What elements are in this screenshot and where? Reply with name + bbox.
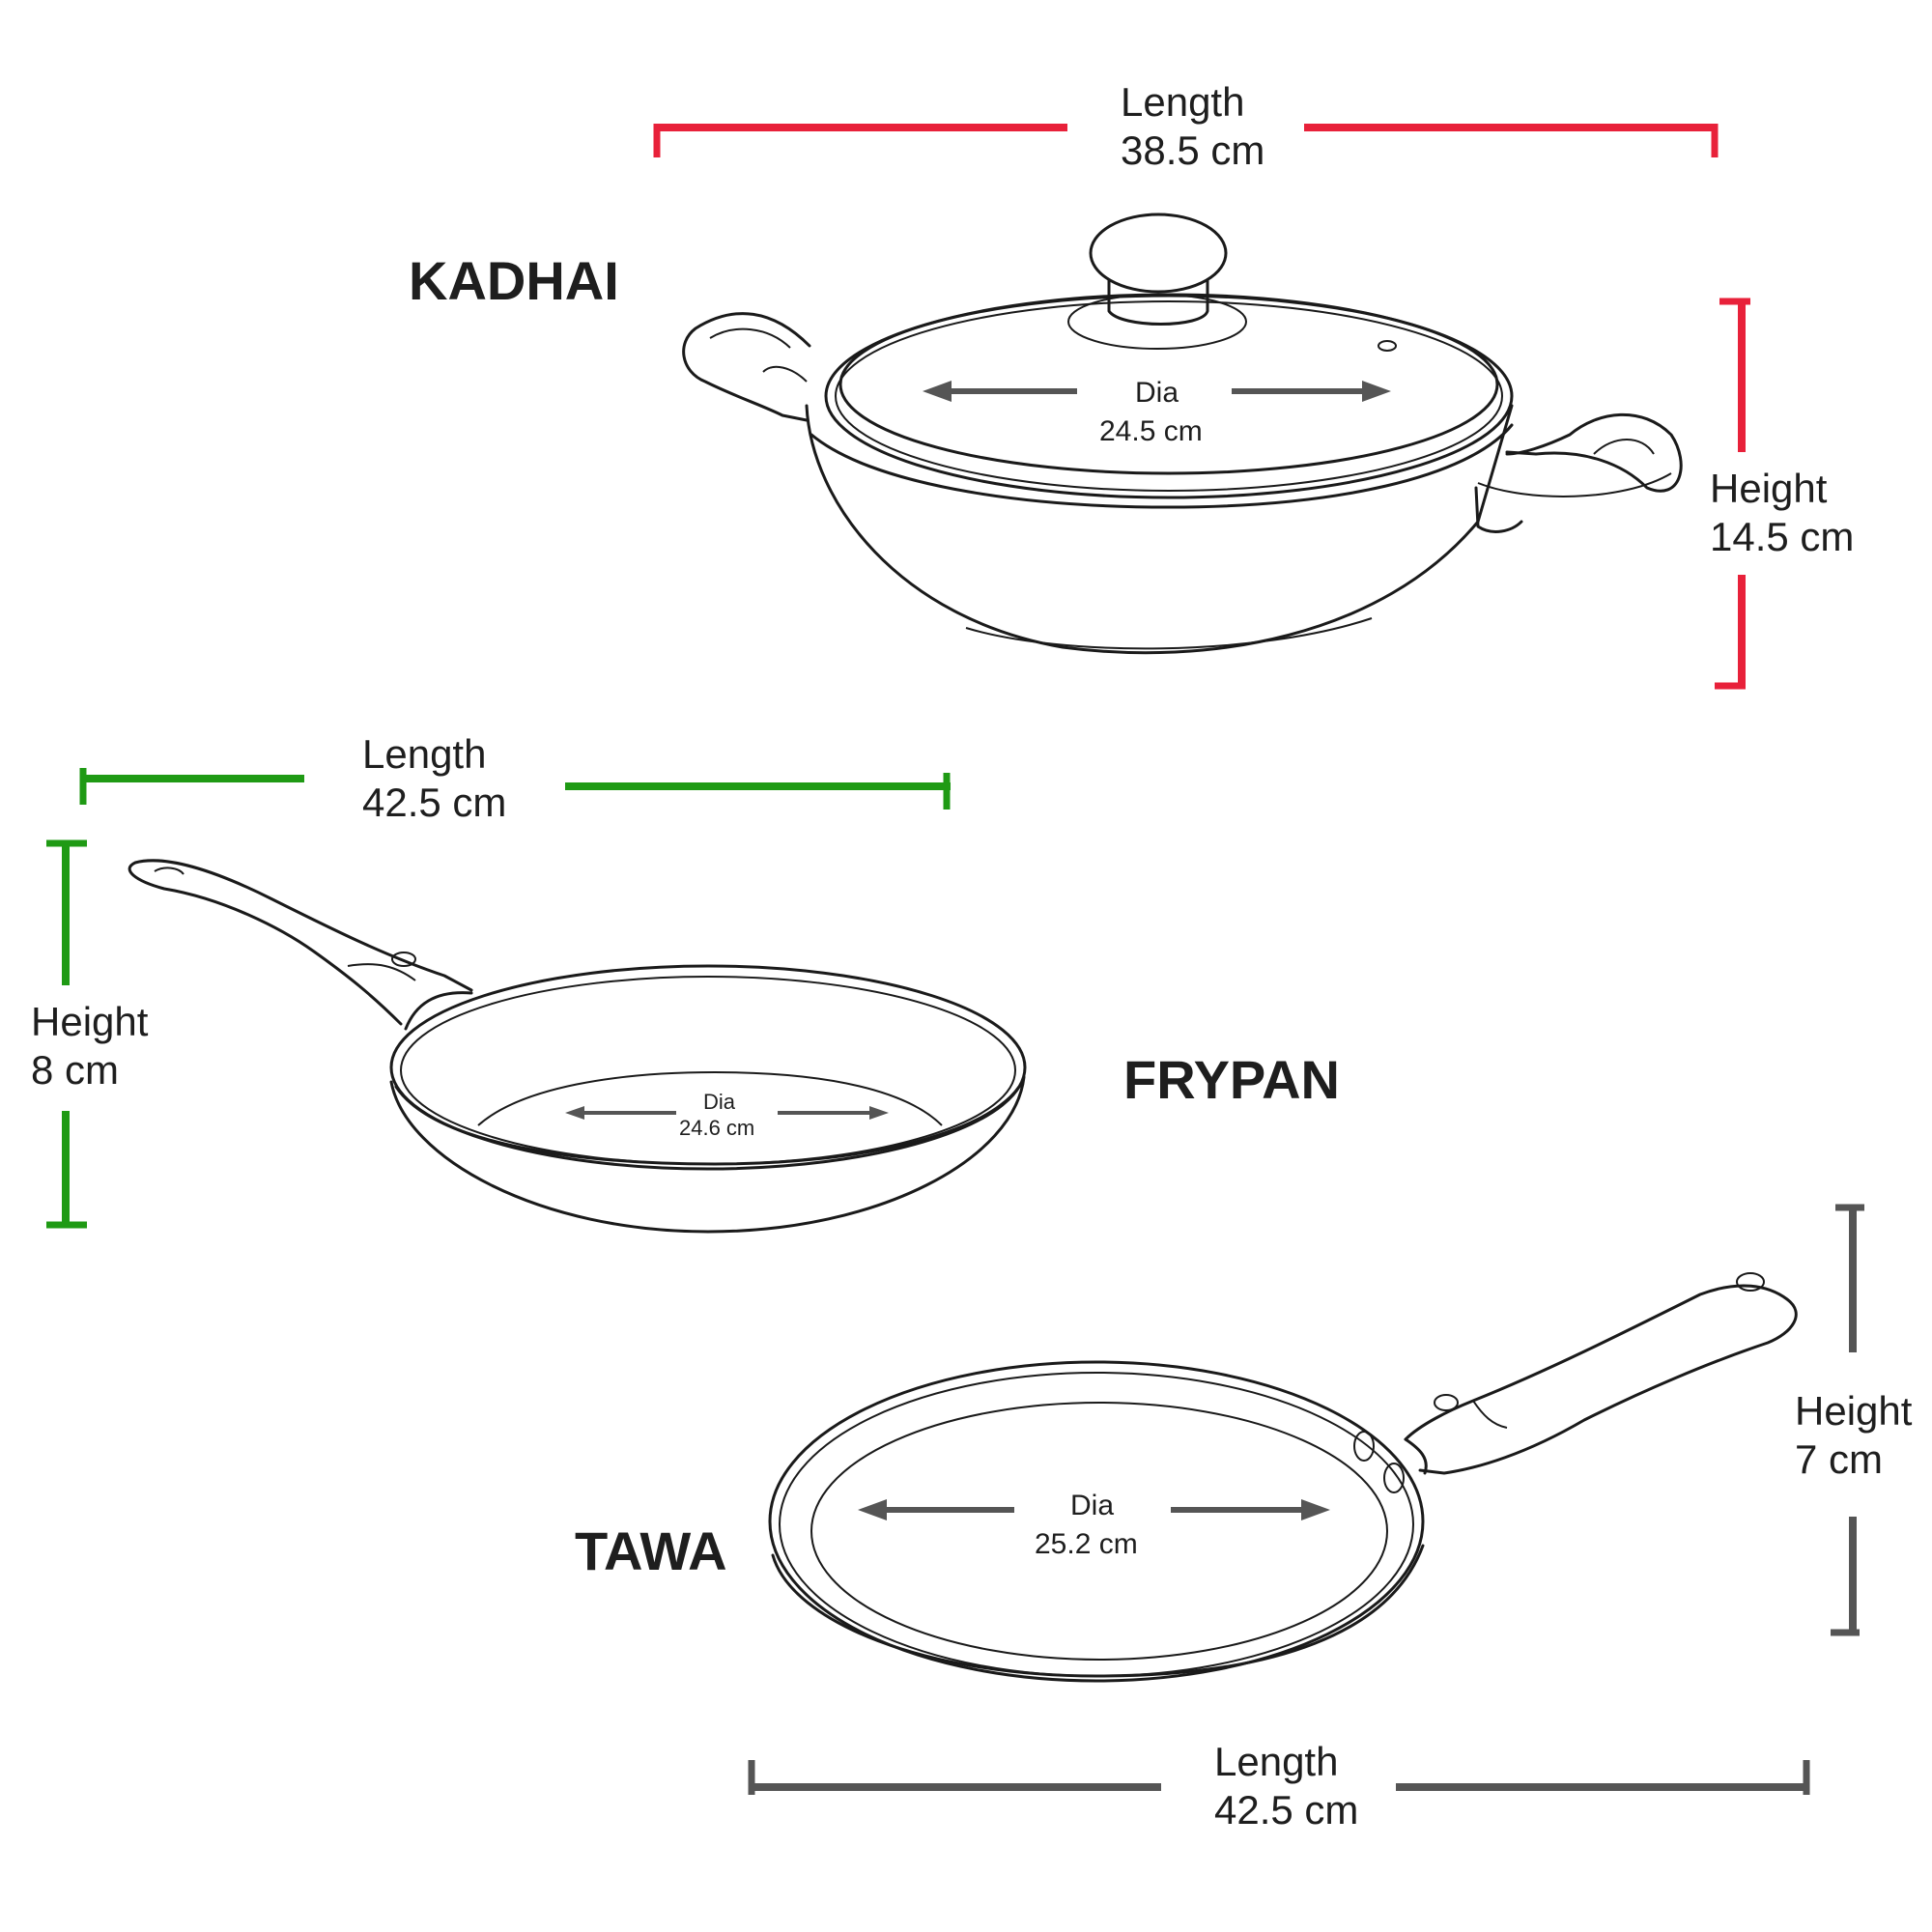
kadhai-diameter-value: 24.5 cm xyxy=(1099,415,1203,447)
tawa-length-value: 42.5 cm xyxy=(1214,1787,1358,1833)
tawa-title: TAWA xyxy=(575,1520,727,1581)
kadhai-icon xyxy=(682,213,1683,655)
kadhai-height-dimension xyxy=(1715,298,1750,690)
frypan-icon xyxy=(128,859,1027,1234)
kadhai-diameter-label: Dia xyxy=(1135,377,1179,409)
tawa-height-label: Height xyxy=(1795,1388,1913,1434)
frypan-length-dimension xyxy=(79,768,951,810)
kadhai-group: Length 38.5 cm KADHAI Height 14.5 cm xyxy=(409,79,1854,690)
frypan-diameter-value: 24.6 cm xyxy=(679,1116,754,1140)
tawa-length-label: Length xyxy=(1214,1739,1338,1784)
kadhai-length-value: 38.5 cm xyxy=(1121,128,1264,173)
frypan-height-label: Height xyxy=(31,999,149,1044)
tawa-group: Height 7 cm TAWA Dia 25.2 cm xyxy=(575,1204,1913,1833)
frypan-group: Length 42.5 cm Height 8 cm FRYPAN xyxy=(31,731,1340,1234)
tawa-icon xyxy=(768,1272,1798,1683)
kadhai-height-label: Height xyxy=(1710,466,1828,511)
kadhai-height-value: 14.5 cm xyxy=(1710,514,1854,559)
tawa-height-value: 7 cm xyxy=(1795,1436,1883,1482)
tawa-length-dimension xyxy=(748,1760,1810,1795)
frypan-height-dimension xyxy=(46,839,87,1229)
frypan-title: FRYPAN xyxy=(1123,1049,1340,1110)
frypan-length-label: Length xyxy=(362,731,486,777)
frypan-length-value: 42.5 cm xyxy=(362,780,506,825)
kadhai-title: KADHAI xyxy=(409,250,619,311)
frypan-height-value: 8 cm xyxy=(31,1047,119,1093)
tawa-diameter-arrow xyxy=(858,1499,1330,1520)
kadhai-diameter-arrow xyxy=(923,381,1391,402)
kadhai-length-dimension xyxy=(653,124,1719,157)
frypan-diameter-arrow xyxy=(565,1106,889,1120)
kadhai-length-label: Length xyxy=(1121,79,1244,125)
tawa-diameter-label: Dia xyxy=(1070,1490,1114,1521)
tawa-diameter-value: 25.2 cm xyxy=(1035,1528,1138,1560)
frypan-diameter-label: Dia xyxy=(703,1090,736,1114)
tawa-height-dimension xyxy=(1831,1204,1864,1636)
